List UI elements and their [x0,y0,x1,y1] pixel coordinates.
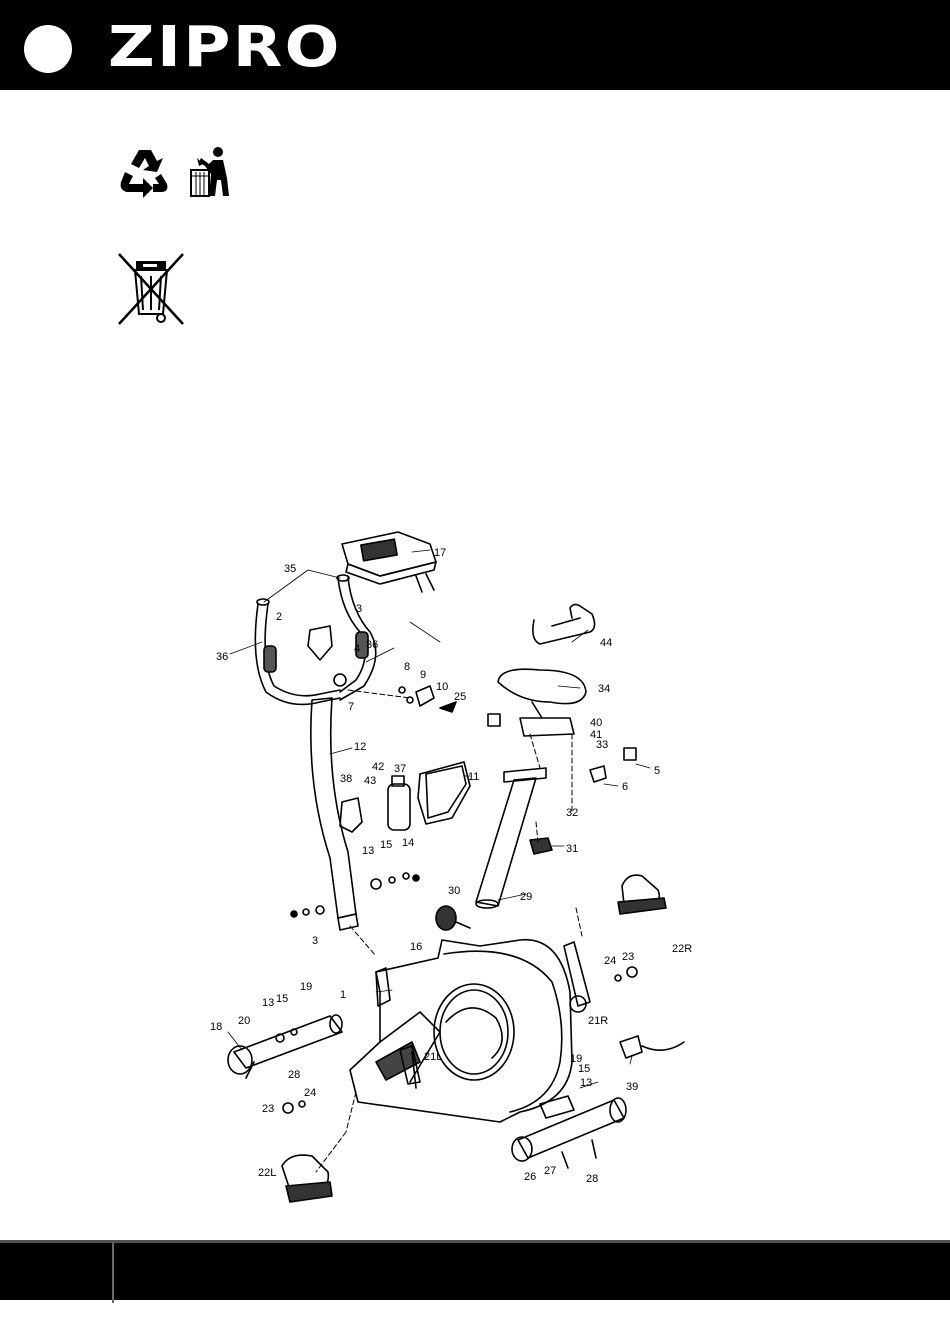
part-label: 43 [364,775,376,787]
part-label: 44 [600,637,612,649]
recycle-icons [117,144,237,200]
part-label: 39 [626,1081,638,1093]
footer-bar [0,1240,950,1300]
part-label: 13 [580,1077,592,1089]
part-label: 31 [566,843,578,855]
part-label: 25 [454,691,466,703]
part-label: 12 [354,741,366,753]
part-label: 40 [590,717,602,729]
part-label: 15 [276,993,288,1005]
tidyman-icon [191,147,229,196]
part-label: 23 [262,1103,274,1115]
right-pedal-part [564,875,666,1012]
part-label: 24 [604,955,616,967]
part-label: 3 [356,603,362,615]
part-label: 36 [366,639,378,651]
page-marker-circle [24,25,72,73]
part-label: 26 [524,1171,536,1183]
handlebar-part [255,575,375,704]
part-label: 28 [586,1173,598,1185]
part-label: 33 [596,739,608,751]
part-label: 36 [216,651,228,663]
part-label: 34 [598,683,610,695]
part-label: 16 [410,941,422,953]
exploded-parts-diagram: 17 35 2 3 36 36 4 7 8 9 10 25 12 42 37 3… [180,522,720,1222]
recycle-icon [121,150,168,198]
rear-stabilizer-part [512,1096,626,1168]
part-label: 13 [362,845,374,857]
frame-part [350,940,572,1122]
part-label: 15 [578,1063,590,1075]
part-label: 24 [304,1087,316,1099]
part-labels: 17 35 2 3 36 36 4 7 8 9 10 25 12 42 37 3… [210,547,692,1185]
part-label: 29 [520,891,532,903]
part-label: 37 [394,763,406,775]
part-label: 42 [372,761,384,773]
console-part [342,532,436,592]
crossed-bin-icon [117,252,185,326]
header-bar: ZIPRO [0,0,950,90]
part-label: 20 [238,1015,250,1027]
part-label: 22L [258,1167,276,1179]
upright-tube-part [311,698,358,930]
seat-post-part [436,768,552,930]
footer-divider [112,1243,114,1303]
part-label: 2 [276,611,282,623]
part-label: 32 [566,807,578,819]
part-label: 4 [354,643,360,655]
part-label: 21R [588,1015,608,1027]
part-label: 6 [622,781,628,793]
part-label: 28 [288,1069,300,1081]
part-label: 18 [210,1021,222,1033]
part-label: 17 [434,547,446,559]
part-label: 8 [404,661,410,673]
part-label: 9 [420,669,426,681]
part-label: 5 [654,765,660,777]
part-label: 19 [300,981,312,993]
part-label: 10 [436,681,448,693]
part-label: 21L [424,1051,442,1063]
part-label: 3 [312,935,318,947]
part-label: 22R [672,943,692,955]
part-label: 35 [284,563,296,575]
brand-logo: ZIPRO [108,18,342,78]
part-label: 15 [380,839,392,851]
part-label: 14 [402,837,414,849]
part-label: 7 [348,701,354,713]
part-label: 11 [468,771,479,783]
part-label: 38 [340,773,352,785]
part-label: 27 [544,1165,556,1177]
seat-part [488,604,636,782]
part-label: 30 [448,885,460,897]
part-label: 13 [262,997,274,1009]
part-label: 23 [622,951,634,963]
part-label: 1 [340,989,346,1001]
sensor-part [620,1036,684,1058]
